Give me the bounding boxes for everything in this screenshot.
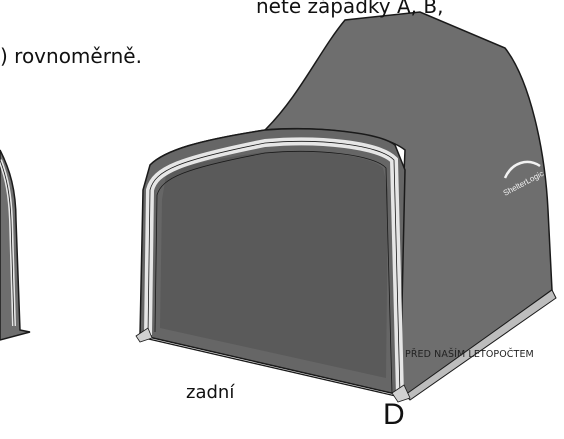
main-shelter xyxy=(135,11,557,403)
bc-label: PŘED NAŠÍM LETOPOČTEM xyxy=(405,349,534,360)
left-shelter-partial xyxy=(0,149,31,341)
instruction-line-1: nete západky A, B, xyxy=(256,0,444,18)
point-d-label: D xyxy=(383,398,405,431)
rear-label: zadní xyxy=(186,382,235,403)
instruction-line-2: ) rovnoměrně. xyxy=(0,44,142,68)
